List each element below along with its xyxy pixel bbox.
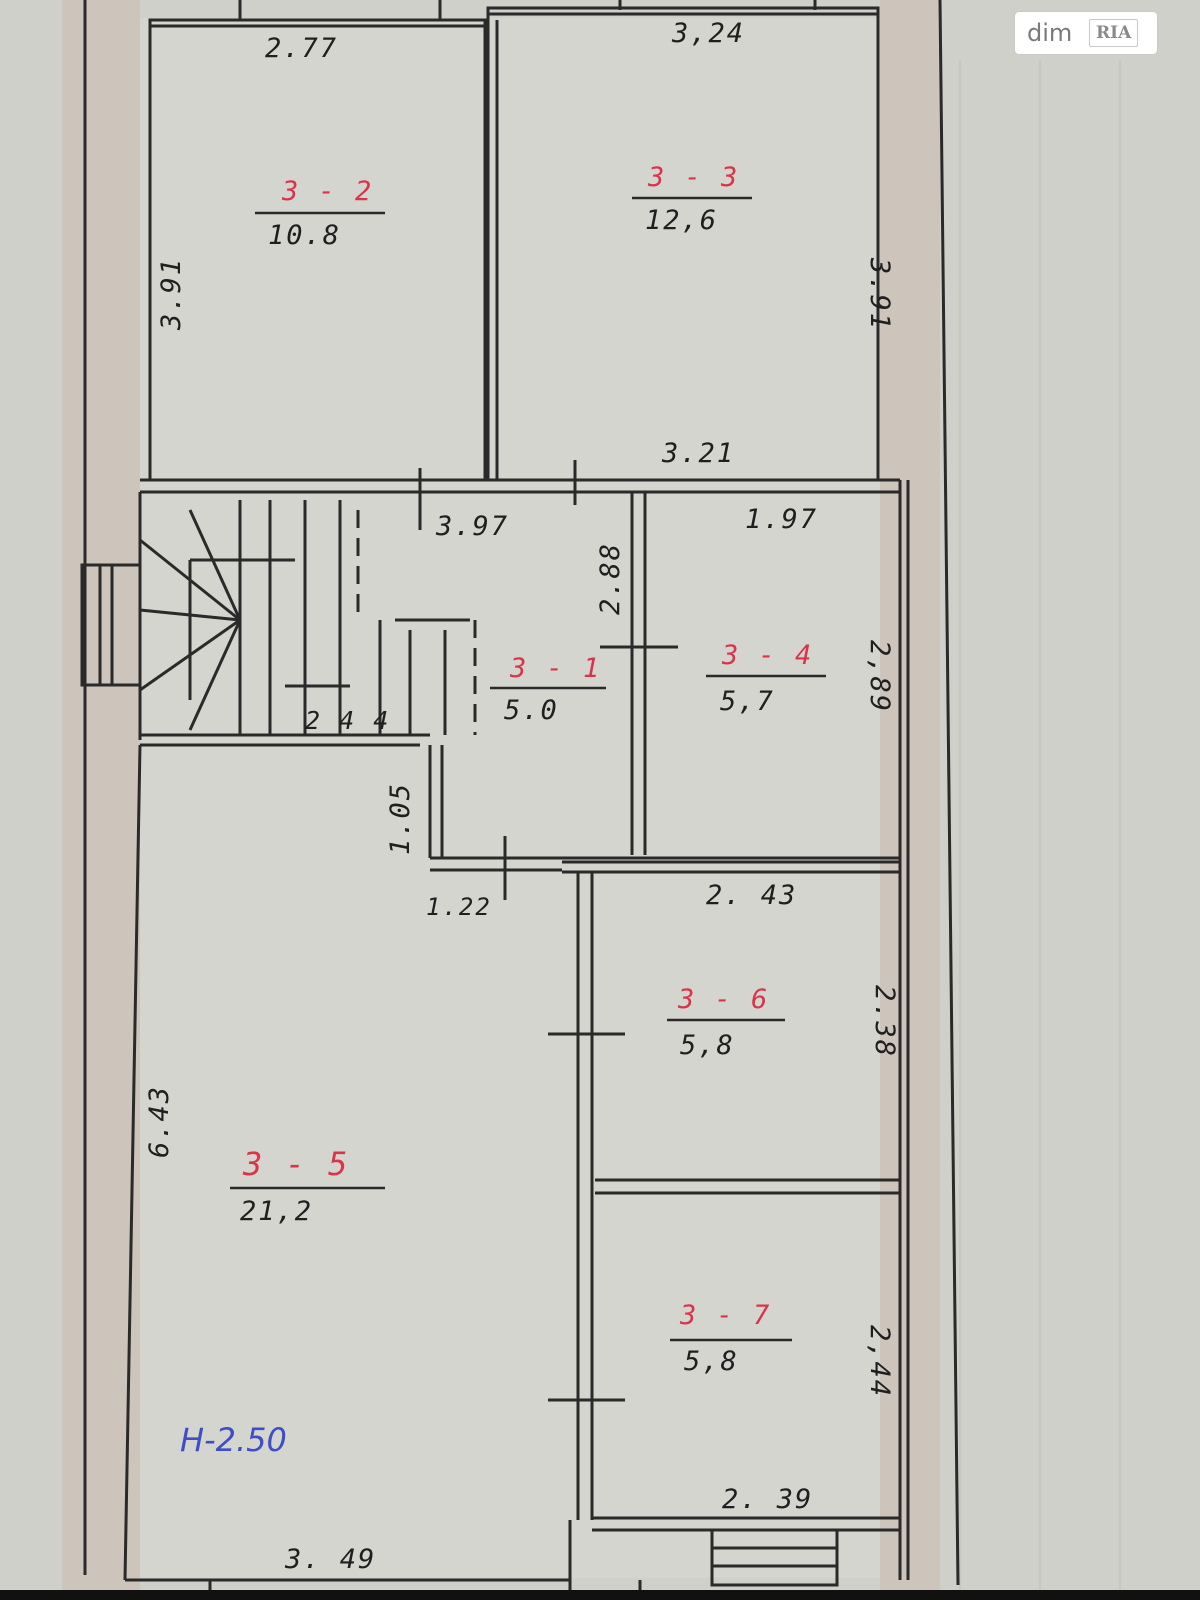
plan-interior	[140, 18, 880, 1578]
dimension-label: 3.91	[864, 258, 895, 332]
outer-wall-left-band	[62, 0, 140, 1590]
dimension-label: 1.97	[745, 504, 819, 535]
dimension-label: 1.05	[385, 781, 416, 855]
dimension-label: 2. 43	[706, 880, 798, 911]
logo-brand: dim	[1027, 19, 1073, 47]
room-area-3-2: 10.8	[268, 220, 342, 251]
dimension-label: 2 4 4	[305, 706, 391, 735]
dimension-label: 3. 49	[285, 1544, 377, 1575]
room-code-3-6: 3 - 6	[678, 984, 770, 1015]
dimension-label: 2. 39	[722, 1484, 814, 1515]
dimension-label: 2.38	[869, 985, 900, 1059]
dimension-label: 3,24	[672, 18, 746, 49]
bottom-edge-bar	[0, 1590, 1200, 1600]
dimension-label: 3.21	[662, 438, 736, 469]
outer-wall-right-band	[880, 0, 940, 1590]
dim-ria-logo: dim RIA	[1015, 12, 1157, 54]
room-code-3-5: 3 - 5	[243, 1145, 350, 1183]
room-code-3-3: 3 - 3	[648, 162, 740, 193]
logo-ria-mark: RIA	[1089, 19, 1139, 47]
room-code-3-4: 3 - 4	[722, 640, 814, 671]
room-area-3-7: 5,8	[684, 1346, 739, 1377]
room-code-3-1: 3 - 1	[510, 653, 602, 684]
dimension-label: 3.91	[156, 256, 187, 330]
dimension-label: 2.77	[265, 33, 339, 64]
room-area-3-3: 12,6	[645, 205, 719, 236]
ceiling-height-note: Н-2.50	[180, 1421, 287, 1459]
dimension-label: 2.88	[595, 541, 626, 615]
dimension-label: 2,89	[864, 640, 895, 714]
paper-grid	[959, 60, 1121, 1590]
room-area-3-6: 5,8	[680, 1030, 735, 1061]
room-code-3-2: 3 - 2	[282, 176, 374, 207]
dimension-label: 3.97	[436, 511, 510, 542]
room-underlines	[230, 196, 826, 1342]
room-area-3-5: 21,2	[240, 1196, 314, 1227]
dimension-label: 2,44	[864, 1325, 895, 1399]
dimension-label: 6.43	[144, 1084, 175, 1158]
dimension-label: 1.22	[426, 893, 492, 921]
room-area-3-4: 5,7	[720, 686, 775, 717]
room-code-3-7: 3 - 7	[680, 1300, 772, 1331]
room-area-3-1: 5.0	[504, 695, 559, 726]
stair-dashed-lines	[356, 510, 477, 735]
walls	[80, 0, 960, 1590]
